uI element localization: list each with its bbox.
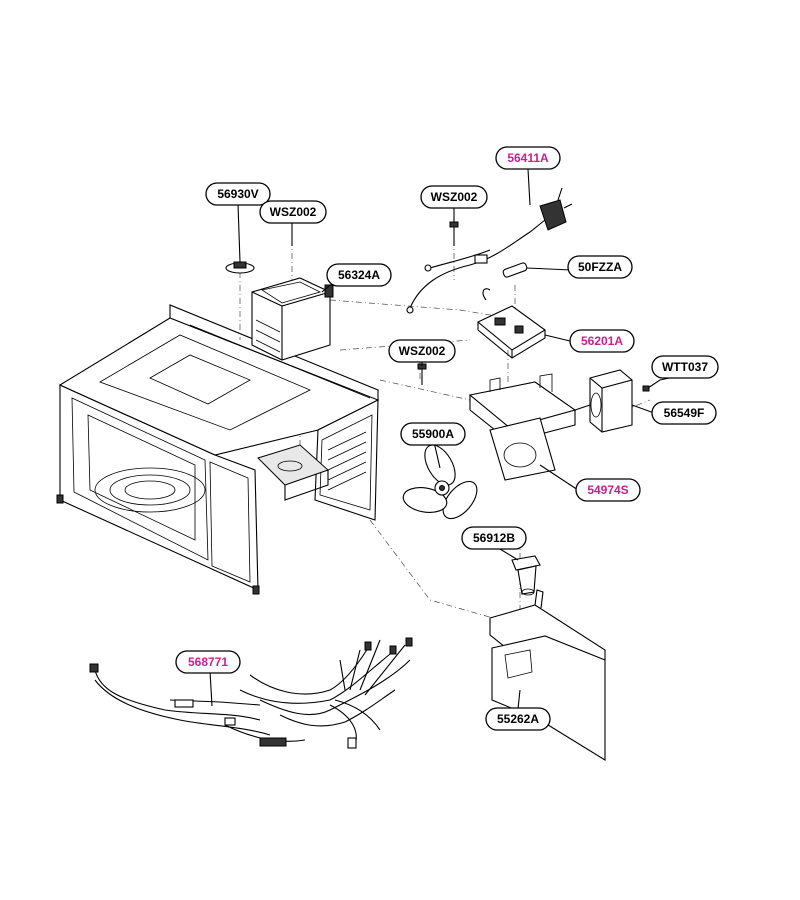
part-56549F-motor <box>574 369 633 433</box>
svg-text:55900A: 55900A <box>412 427 454 441</box>
svg-text:56912B: 56912B <box>473 531 515 545</box>
label-WTT037: WTT037 <box>651 355 719 379</box>
part-56411A-power-cord <box>406 187 573 314</box>
svg-text:54974S: 54974S <box>587 483 628 497</box>
label-56411A: 56411A <box>495 146 561 170</box>
label-wsz002-b: WSZ002 <box>420 185 488 209</box>
part-55900A-fan <box>402 444 478 520</box>
part-56201A-filter-board <box>476 288 546 359</box>
svg-text:WSZ002: WSZ002 <box>431 190 478 204</box>
part-54974S-bracket <box>468 373 577 481</box>
svg-text:WSZ002: WSZ002 <box>270 205 317 219</box>
svg-text:55262A: 55262A <box>497 712 539 726</box>
label-wsz002-a: WSZ002 <box>259 200 327 224</box>
svg-text:56930V: 56930V <box>217 187 258 201</box>
screw-b <box>449 221 459 246</box>
label-54974S: 54974S <box>575 478 641 502</box>
svg-text:50FZZA: 50FZZA <box>578 260 622 274</box>
label-56324A: 56324A <box>326 263 392 287</box>
svg-text:56201A: 56201A <box>581 334 623 348</box>
label-55262A: 55262A <box>485 707 551 731</box>
label-50FZZA: 50FZZA <box>567 255 633 279</box>
svg-text:WTT037: WTT037 <box>662 360 708 374</box>
cavity-chassis <box>56 304 380 595</box>
label-56201A: 56201A <box>569 329 635 353</box>
part-56912B-lamp <box>511 555 541 596</box>
svg-text:WSZ002: WSZ002 <box>399 344 446 358</box>
svg-text:568771: 568771 <box>188 655 228 669</box>
part-50FZZA-fuse <box>502 262 528 278</box>
label-wsz002-c: WSZ002 <box>388 339 456 363</box>
part-55262A-duct <box>489 589 606 761</box>
part-568771-wire-harness <box>89 637 413 749</box>
svg-text:56411A: 56411A <box>507 151 549 165</box>
svg-text:56549F: 56549F <box>664 406 705 420</box>
label-55900A: 55900A <box>400 422 466 446</box>
label-568771: 568771 <box>175 650 241 674</box>
part-56930V-thermostat <box>225 261 255 274</box>
label-56549F: 56549F <box>651 401 717 425</box>
part-56324A-transformer <box>251 277 334 361</box>
screw-wtt037 <box>642 379 661 392</box>
screw-c <box>417 363 427 385</box>
label-56912B: 56912B <box>461 526 527 550</box>
svg-text:56324A: 56324A <box>338 268 380 282</box>
label-56930V: 56930V <box>205 182 271 206</box>
